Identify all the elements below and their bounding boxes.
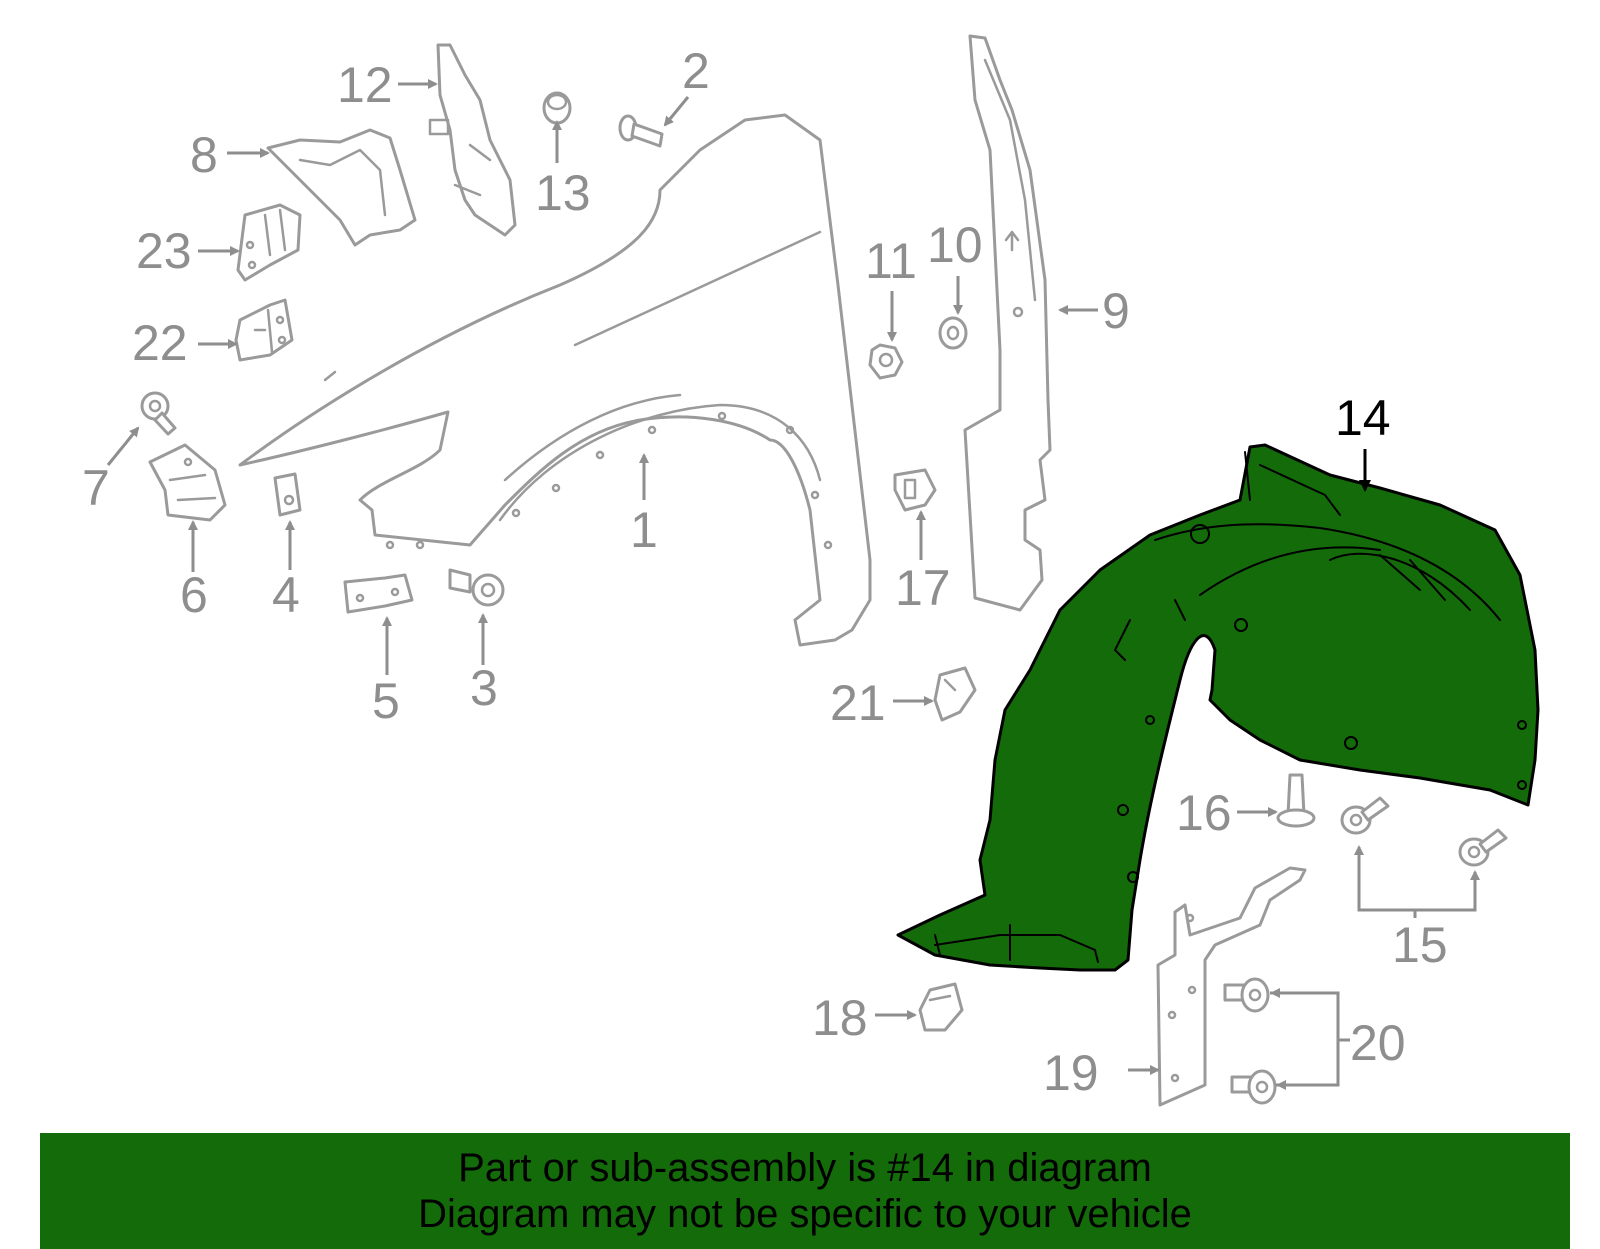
callout-1: 1 [630,502,658,558]
bolt-part-7 [140,391,177,436]
callout-19: 19 [1043,1045,1099,1101]
callout-9: 9 [1102,283,1130,339]
nut-part-4 [273,472,302,517]
callout-2: 2 [682,43,710,99]
callout-17: 17 [895,560,951,616]
callout-21: 21 [830,675,886,731]
bracket-part-12 [428,43,517,237]
liner-part-14-highlighted[interactable] [896,443,1540,972]
callout-3: 3 [470,660,498,716]
screw-part-15-a [1340,796,1390,835]
screw-part-15-b [1458,828,1508,867]
nut-part-11 [868,343,904,380]
callout-16: 16 [1176,785,1232,841]
info-banner: Part or sub-assembly is #14 in diagram D… [40,1133,1570,1249]
callout-18: 18 [812,990,868,1046]
bolt-part-2 [618,114,664,148]
washer-part-10 [938,316,968,350]
pin-part-16 [1276,773,1316,828]
callout-22: 22 [132,315,188,371]
leader-arrows [106,79,1480,1090]
bracket-part-19 [1156,866,1307,1107]
bracket-part-22 [234,298,294,362]
plug-part-13 [542,91,572,125]
callout-8: 8 [190,127,218,183]
clip-part-21 [933,666,977,722]
callout-20: 20 [1350,1015,1406,1071]
callout-10: 10 [927,217,983,273]
callout-6: 6 [180,567,208,623]
callout-15: 15 [1392,917,1448,973]
screw-part-20-b [1230,1069,1277,1105]
clip-part-17 [893,468,937,512]
clip-part-18 [918,982,964,1032]
callout-14: 14 [1335,390,1391,446]
callout-labels: 1 2 3 4 5 6 7 8 9 10 11 12 13 14 15 16 1… [82,43,1448,1101]
bracket-part-6 [148,443,227,522]
callout-23: 23 [136,223,192,279]
callout-7: 7 [82,460,110,516]
callout-11: 11 [865,233,917,289]
bracket-part-5 [343,573,414,614]
bracket-part-8 [266,128,417,247]
callout-5: 5 [372,673,400,729]
screw-part-20-a [1223,977,1270,1013]
bracket-part-23 [236,203,302,282]
seal-part-9 [963,34,1052,612]
callout-12: 12 [337,57,393,113]
bolt-part-3 [448,568,505,607]
callout-4: 4 [272,567,300,623]
banner-line-2: Diagram may not be specific to your vehi… [418,1192,1192,1236]
callout-13: 13 [535,165,591,221]
fender-part-1 [238,113,872,647]
banner-line-1: Part or sub-assembly is #14 in diagram [458,1146,1152,1190]
